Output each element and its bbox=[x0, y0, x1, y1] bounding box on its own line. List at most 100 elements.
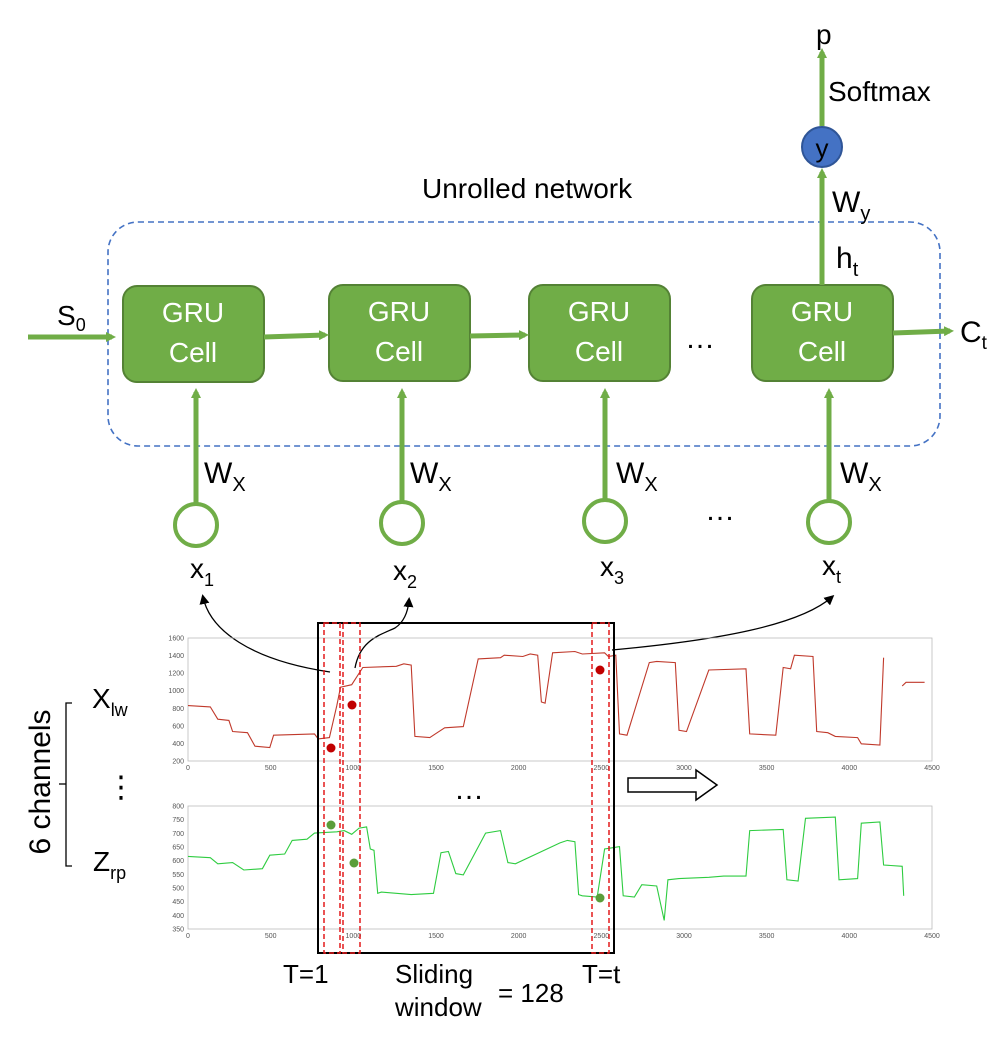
plot-top-y-tick: 1600 bbox=[168, 636, 184, 643]
unrolled-network-title: Unrolled network bbox=[422, 173, 633, 204]
sample-point-top-2 bbox=[347, 700, 357, 710]
input-label-1: x1 bbox=[190, 553, 214, 590]
plot-top-x-tick: 4500 bbox=[924, 765, 940, 772]
wx-label-3: WX bbox=[616, 457, 658, 496]
plot-bottom-y-tick: 800 bbox=[172, 804, 184, 811]
plot-bottom-y-tick: 350 bbox=[172, 927, 184, 934]
input-label-3: x3 bbox=[600, 551, 624, 588]
window-size-label: = 128 bbox=[498, 978, 564, 1008]
svg-text:GRU: GRU bbox=[368, 296, 430, 327]
svg-text:GRU: GRU bbox=[791, 296, 853, 327]
svg-text:GRU: GRU bbox=[162, 297, 224, 328]
plot-top-x-tick: 2500 bbox=[594, 765, 610, 772]
svg-text:Cell: Cell bbox=[169, 337, 217, 368]
plots-ellipsis: … bbox=[454, 773, 484, 806]
plot-top-trace bbox=[901, 681, 925, 687]
softmax-label: Softmax bbox=[828, 76, 931, 107]
svg-text:GRU: GRU bbox=[568, 296, 630, 327]
plot-bottom-y-tick: 700 bbox=[172, 831, 184, 838]
cell-ellipsis: … bbox=[685, 322, 715, 355]
plot-bottom-x-tick: 2500 bbox=[594, 933, 610, 940]
svg-text:Cell: Cell bbox=[375, 336, 423, 367]
plot-top-x-tick: 3000 bbox=[676, 765, 692, 772]
window-start-label: T=1 bbox=[283, 959, 329, 989]
plot-bottom-x-tick: 3000 bbox=[676, 933, 692, 940]
plot-bottom-x-tick: 1000 bbox=[346, 933, 362, 940]
plot-bottom-x-tick: 0 bbox=[186, 933, 190, 940]
input-node-2 bbox=[379, 500, 425, 546]
sample-point-bottom-1 bbox=[326, 820, 336, 830]
sliding-window-frame bbox=[317, 622, 615, 954]
wx-label-t: WX bbox=[840, 457, 882, 496]
plot-top-y-tick: 400 bbox=[172, 741, 184, 748]
initial-state-label: S0 bbox=[57, 300, 86, 335]
plot-bottom-y-tick: 600 bbox=[172, 858, 184, 865]
sample-point-top-1 bbox=[326, 743, 336, 753]
sample-point-top-t bbox=[595, 665, 605, 675]
plot-bottom-x-tick: 3500 bbox=[759, 933, 775, 940]
window-end-label: T=t bbox=[582, 959, 621, 989]
plot-top-trace bbox=[187, 650, 885, 749]
plot-bottom-x-tick: 500 bbox=[265, 933, 277, 940]
plot-bottom-x-tick: 4500 bbox=[924, 933, 940, 940]
plot-bottom-y-tick: 500 bbox=[172, 886, 184, 893]
window-step-1 bbox=[323, 622, 341, 954]
sample-point-bottom-t bbox=[595, 893, 605, 903]
recurrent-arrow-1 bbox=[263, 330, 329, 341]
final-output-label: p bbox=[816, 19, 832, 50]
plot-top-x-tick: 2000 bbox=[511, 765, 527, 772]
gru-cell-3: GRU Cell bbox=[528, 284, 671, 382]
pointer-arrow-2 bbox=[354, 597, 414, 669]
plot-bottom-y-tick: 750 bbox=[172, 817, 184, 824]
output-state-label: Ct bbox=[960, 316, 988, 354]
window-step-2 bbox=[342, 622, 361, 954]
sample-point-bottom-2 bbox=[349, 858, 359, 868]
input-label-t: xt bbox=[822, 550, 841, 587]
svg-text:Cell: Cell bbox=[575, 336, 623, 367]
hidden-label: ht bbox=[836, 242, 859, 281]
plot-top-y-tick: 1000 bbox=[168, 688, 184, 695]
wy-label: Wy bbox=[832, 186, 870, 225]
input-ellipsis: … bbox=[705, 494, 735, 527]
output-state-arrow bbox=[892, 326, 954, 337]
output-node-label: y bbox=[816, 133, 829, 163]
plot-bottom-x-tick: 4000 bbox=[842, 933, 858, 940]
pointer-arrow-1 bbox=[199, 594, 331, 673]
plot-top-y-tick: 1200 bbox=[168, 671, 184, 678]
gru-cell-t: GRU Cell bbox=[751, 284, 894, 382]
plot-bottom-trace bbox=[187, 816, 905, 921]
channel-first-label: Xlw bbox=[92, 683, 129, 720]
channels-group-label: 6 channels bbox=[24, 709, 57, 854]
plot-bottom-y-tick: 400 bbox=[172, 913, 184, 920]
input-node-3 bbox=[582, 498, 628, 544]
wx-label-2: WX bbox=[410, 457, 452, 496]
plot-top-y-tick: 800 bbox=[172, 706, 184, 713]
svg-text:Cell: Cell bbox=[798, 336, 846, 367]
window-step-t bbox=[591, 622, 610, 954]
input-node-t bbox=[806, 499, 852, 545]
plot-top-y-tick: 1400 bbox=[168, 653, 184, 660]
plot-top-x-tick: 3500 bbox=[759, 765, 775, 772]
plot-top-x-tick: 500 bbox=[265, 765, 277, 772]
channels-bracket bbox=[65, 702, 72, 867]
input-node-1 bbox=[173, 502, 219, 548]
plot-top-x-tick: 4000 bbox=[842, 765, 858, 772]
plot-bottom-x-tick: 1500 bbox=[428, 933, 444, 940]
plot-top-y-tick: 600 bbox=[172, 723, 184, 730]
plot-top-x-tick: 1000 bbox=[346, 765, 362, 772]
pointer-arrow-t bbox=[611, 595, 835, 651]
window-name-line2: window bbox=[394, 992, 482, 1022]
output-node bbox=[801, 126, 843, 168]
plot-bottom-frame bbox=[187, 805, 933, 930]
plot-bottom-y-tick: 450 bbox=[172, 899, 184, 906]
input-label-2: x2 bbox=[393, 555, 417, 592]
gru-cell-2: GRU Cell bbox=[328, 284, 471, 382]
window-name-line1: Sliding bbox=[395, 959, 473, 989]
plot-bottom-y-tick: 550 bbox=[172, 872, 184, 879]
plot-top-y-tick: 200 bbox=[172, 759, 184, 766]
plot-top-x-tick: 0 bbox=[186, 765, 190, 772]
wx-label-1: WX bbox=[204, 457, 246, 496]
plot-bottom-x-tick: 2000 bbox=[511, 933, 527, 940]
